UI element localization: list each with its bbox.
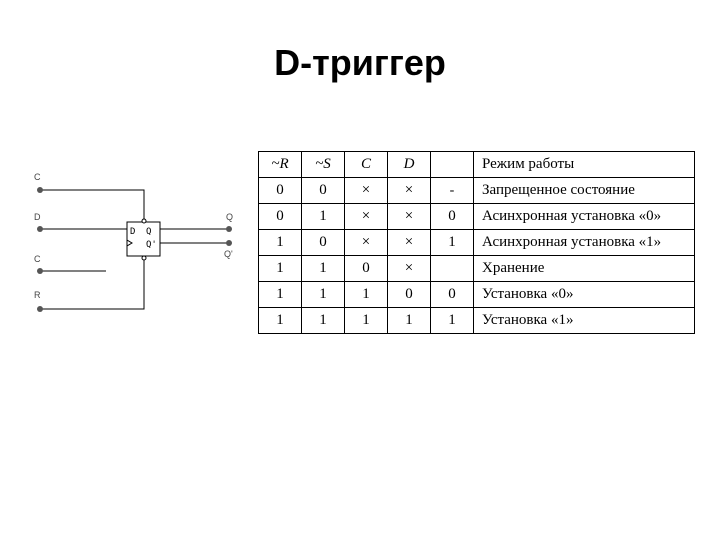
cell: 0 — [258, 177, 302, 204]
block-label-q: Q — [146, 227, 151, 237]
cell: 1 — [430, 229, 474, 256]
cell: 0 — [387, 281, 431, 308]
table-row: 1 1 0 × Хранение — [258, 255, 695, 282]
d-flipflop-circuit: C D C R Q Q' D Q Q' — [34, 172, 233, 312]
input-terminal-c-set — [37, 187, 43, 193]
cell: 1 — [430, 307, 474, 334]
cell-mode: Установка «1» — [473, 307, 695, 334]
cell: 1 — [301, 281, 345, 308]
cell: 0 — [301, 177, 345, 204]
input-terminal-r — [37, 306, 43, 312]
header-c: C — [344, 151, 388, 178]
block-label-qn: Q' — [146, 240, 157, 250]
reset-wire — [40, 260, 145, 310]
table-row: 0 0 × × - Запрещенное состояние — [258, 177, 695, 204]
input-label-c-set: C — [34, 172, 41, 182]
cell: 1 — [258, 255, 302, 282]
table-row: 1 1 1 1 1 Установка «1» — [258, 307, 695, 334]
header-q — [430, 151, 474, 178]
cell: 0 — [301, 229, 345, 256]
table-row: 1 0 × × 1 Асинхронная установка «1» — [258, 229, 695, 256]
set-inversion-bubble — [141, 218, 147, 224]
cell: × — [387, 255, 431, 282]
input-label-d: D — [34, 212, 41, 222]
cell: 1 — [344, 281, 388, 308]
cell: 1 — [258, 307, 302, 334]
cell: 0 — [430, 203, 474, 230]
table-header-row: ~R ~S C D Режим работы — [258, 151, 695, 178]
reset-inversion-bubble — [141, 255, 147, 261]
cell: 0 — [344, 255, 388, 282]
cell: - — [430, 177, 474, 204]
cell-mode: Асинхронная установка «1» — [473, 229, 695, 256]
header-mode: Режим работы — [473, 151, 695, 178]
cell-mode: Асинхронная установка «0» — [473, 203, 695, 230]
output-label-q: Q — [226, 212, 233, 222]
block-label-d: D — [130, 227, 135, 237]
cell: 1 — [258, 229, 302, 256]
cell: 1 — [387, 307, 431, 334]
clock-marker — [126, 239, 133, 247]
input-terminal-c — [37, 268, 43, 274]
output-terminal-q — [226, 226, 232, 232]
cell: × — [344, 177, 388, 204]
cell: × — [344, 229, 388, 256]
input-terminal-d — [37, 226, 43, 232]
set-wire — [40, 189, 145, 219]
table-row: 0 1 × × 0 Асинхронная установка «0» — [258, 203, 695, 230]
cell-mode: Хранение — [473, 255, 695, 282]
cell: × — [344, 203, 388, 230]
cell: 0 — [258, 203, 302, 230]
table-row: 1 1 1 0 0 Установка «0» — [258, 281, 695, 308]
cell-mode: Установка «0» — [473, 281, 695, 308]
page-title: D-триггер — [274, 42, 446, 83]
cell: 1 — [301, 255, 345, 282]
cell — [430, 255, 474, 282]
header-not-r: ~R — [258, 151, 302, 178]
cell: 1 — [301, 203, 345, 230]
output-terminal-qn — [226, 240, 232, 246]
cell: × — [387, 203, 431, 230]
truth-table: ~R ~S C D Режим работы 0 0 × × - Запреще… — [258, 151, 695, 334]
cell-mode: Запрещенное состояние — [473, 177, 695, 204]
cell: 1 — [258, 281, 302, 308]
header-d: D — [387, 151, 431, 178]
cell: × — [387, 229, 431, 256]
cell: 1 — [301, 307, 345, 334]
cell: × — [387, 177, 431, 204]
header-not-s: ~S — [301, 151, 345, 178]
cell: 0 — [430, 281, 474, 308]
output-label-qn: Q' — [224, 249, 233, 259]
input-label-c: C — [34, 254, 41, 264]
input-label-r: R — [34, 290, 41, 300]
cell: 1 — [344, 307, 388, 334]
